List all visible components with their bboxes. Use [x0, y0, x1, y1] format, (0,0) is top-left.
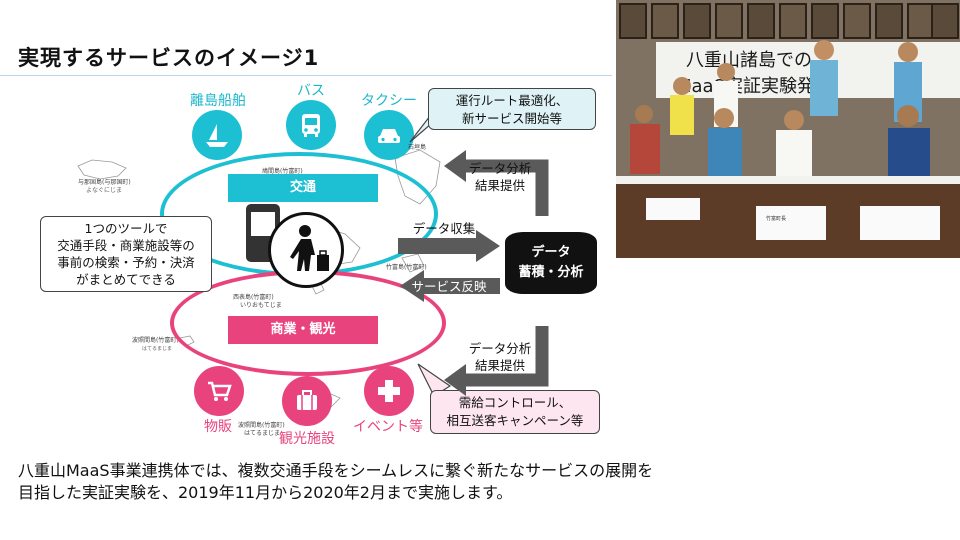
maas-diagram: 与那国島(与那国町) よなぐにじま 波照間島(竹富町) はてるまじま 離島船舶 … — [0, 76, 616, 456]
map-label-ishigaki: 石垣島 — [408, 144, 427, 151]
map-label-iriomote-kana: いりおもてじま — [240, 302, 282, 309]
commerce-band: 商業・観光 — [228, 316, 378, 344]
banner-line-1: 八重山諸島での — [686, 50, 812, 71]
data-store: データ 蓄積・分析 — [505, 232, 597, 294]
tool-note-callout: 1つのツールで 交通手段・商業施設等の 事前の検索・予約・決済 がまとめてできる — [40, 216, 212, 292]
bus-label: バス — [297, 83, 325, 99]
ship-label: 離島船舶 — [190, 93, 246, 109]
taxi-label: タクシー — [361, 93, 417, 109]
ship-icon — [192, 110, 242, 160]
front-row-people — [630, 105, 930, 184]
portrait-row — [619, 3, 959, 39]
map-label-hateruma-kana: はてるまじま — [244, 430, 281, 437]
photo-illustration: 八重山諸島での MaaS実証実験発表 竹富町長 — [616, 0, 960, 258]
taxi-icon — [364, 110, 414, 160]
analysis-bottom-label: データ分析 結果提供 — [468, 341, 532, 373]
slide-title: 実現するサービスのイメージ1 — [18, 46, 320, 70]
cross-icon — [364, 366, 414, 416]
analysis-top-label: データ分析 結果提供 — [468, 161, 532, 193]
banner-line-2: MaaS実証実験発表 — [676, 76, 833, 97]
nameplate-center-text: 竹富町長 — [766, 215, 786, 222]
svg-text:与那国島(与那国町): 与那国島(与那国町) — [78, 178, 131, 186]
shopping-label: 物販 — [204, 419, 232, 435]
title-underline — [0, 75, 612, 76]
data-collect-label: データ収集 — [412, 221, 476, 236]
map-label-hatoma: 鳩間島(竹富町) — [262, 168, 303, 175]
transport-band: 交通 — [228, 174, 378, 202]
service-reflect-label: サービス反映 — [411, 279, 487, 294]
svg-text:よなぐにじま: よなぐにじま — [86, 187, 122, 194]
svg-text:はてるまじま: はてるまじま — [142, 346, 172, 352]
sightseeing-label: 観光施設 — [279, 431, 335, 447]
suitcase-icon — [282, 376, 332, 426]
map-label-taketomi: 竹富島(竹富町) — [386, 264, 427, 271]
bus-icon — [286, 100, 336, 150]
callout-bottom: 需給コントロール、 相互送客キャンペーン等 — [430, 390, 600, 434]
map-label-iriomote: 西表島(竹富町) — [233, 294, 274, 301]
press-conference-photo: 八重山諸島での MaaS実証実験発表 竹富町長 — [616, 0, 960, 258]
flow-arrows — [398, 150, 549, 396]
shopping-cart-icon — [194, 366, 244, 416]
callout-top: 運行ルート最適化、 新サービス開始等 — [428, 88, 596, 130]
event-label: イベント等 — [353, 419, 423, 435]
svg-text:波照間島(竹富町): 波照間島(竹富町) — [132, 336, 179, 344]
map-label-hateruma: 波照間島(竹富町) — [238, 422, 285, 429]
body-paragraph: 八重山MaaS事業連携体では、複数交通手段をシームレスに繋ぐ新たなサービスの展開… — [18, 461, 654, 502]
traveler-icon — [268, 212, 344, 288]
